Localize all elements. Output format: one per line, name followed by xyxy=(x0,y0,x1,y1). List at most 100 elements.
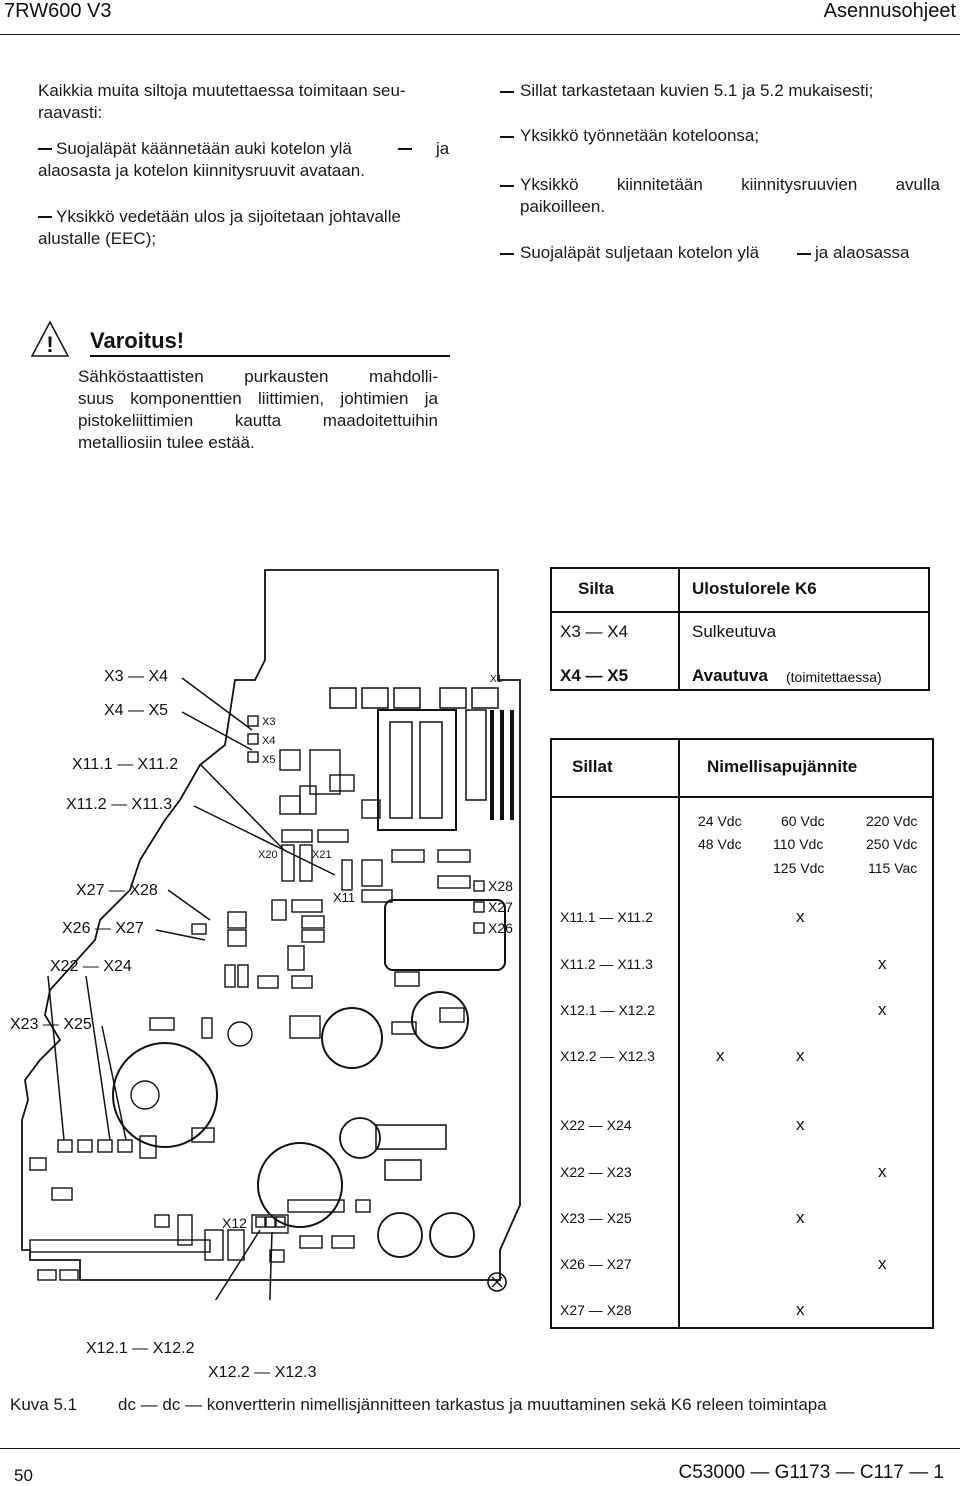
voltage-mark: x xyxy=(796,1115,805,1134)
voltage-option: 125 Vdc xyxy=(773,860,825,876)
dash-mark xyxy=(797,253,811,255)
relay-row-state: Avautuva xyxy=(692,666,768,685)
pin-x27-label: X27 xyxy=(488,899,513,915)
pin-x26-label: X26 xyxy=(488,920,513,936)
voltage-row-bridge: X23 — X25 xyxy=(560,1210,632,1226)
voltage-mark: x xyxy=(878,1254,887,1273)
pin-x12-label: X12 xyxy=(222,1215,247,1231)
pin-x21-label: X21 xyxy=(312,849,332,861)
bridge-label-x3-x4: X3 — X4 xyxy=(104,668,169,685)
voltage-option: 115 Vac xyxy=(868,860,918,876)
bridge-label-x23-x25: X23 — X25 xyxy=(10,1016,92,1033)
dash-mark xyxy=(398,148,412,150)
bridge-label-x26-x27: X26 — X27 xyxy=(62,920,144,937)
left-step-1-and: ja xyxy=(436,139,450,158)
voltage-option: 250 Vdc xyxy=(866,836,918,852)
fuse-block xyxy=(465,709,487,801)
voltage-mark: x xyxy=(716,1046,725,1065)
dash-mark xyxy=(500,185,514,187)
jumper-x26-x28 xyxy=(473,880,485,934)
dash-mark xyxy=(38,148,52,150)
voltage-col-nominal-header: Nimellisapujännite xyxy=(707,757,858,776)
capacitor xyxy=(321,1007,383,1069)
pin-x28-label: X28 xyxy=(488,878,513,894)
transformer xyxy=(384,899,506,971)
voltage-option: 24 Vdc xyxy=(698,813,742,829)
warning-line-3: pistokeliittimien kautta maadoitettuihin xyxy=(78,411,438,430)
section-title: Asennusohjeet xyxy=(823,0,956,22)
dash-mark xyxy=(500,91,514,93)
right-step-3-line-2: paikoilleen. xyxy=(520,197,606,216)
relay-col-bridge-header: Silta xyxy=(578,579,614,598)
bridge-label-x11-1-x11-2: X11.1 — X11.2 xyxy=(72,756,179,773)
voltage-mark: x xyxy=(796,1046,805,1065)
voltage-row-bridge: X26 — X27 xyxy=(560,1256,632,1272)
relay-row-bridge: X4 — X5 xyxy=(560,666,629,685)
left-step-1-line-2: alaosasta ja kotelon kiinnitysruuvit ava… xyxy=(38,161,365,180)
pin-x1-label: X1 xyxy=(490,674,503,685)
bridge-label-x12-2-x12-3: X12.2 — X12.3 xyxy=(208,1364,317,1381)
components xyxy=(149,749,471,1039)
voltage-row-bridge: X12.2 — X12.3 xyxy=(560,1048,655,1064)
dash-mark xyxy=(38,216,52,218)
jumper-x3-x5 xyxy=(247,715,259,763)
capacitor xyxy=(429,1212,475,1258)
voltage-row-bridge: X11.2 — X11.3 xyxy=(560,956,653,972)
capacitor xyxy=(411,991,469,1049)
relay-row-note: (toimitettaessa) xyxy=(786,669,882,685)
voltage-row-bridge: X22 — X23 xyxy=(560,1164,632,1180)
leader-lines xyxy=(47,677,336,1300)
page-number: 50 xyxy=(14,1466,33,1485)
footer-rule xyxy=(0,1448,960,1449)
figure-label: Kuva 5.1 xyxy=(10,1395,78,1414)
intro-line-2: raavasti: xyxy=(38,103,103,122)
warning-rule xyxy=(90,355,450,357)
relay-row-bridge: X3 — X4 xyxy=(560,622,629,641)
voltage-mark: x xyxy=(878,1162,887,1181)
left-step-2-line-2: alustalle (EEC); xyxy=(38,229,157,248)
figure-caption: dc — dc — konvertterin nimellisjännittee… xyxy=(118,1395,827,1414)
pin-x5-label: X5 xyxy=(262,754,275,766)
bridge-label-x11-2-x11-3: X11.2 — X11.3 xyxy=(66,796,173,813)
bridge-label-x27-x28: X27 — X28 xyxy=(76,882,158,899)
pin-x20-label: X20 xyxy=(258,849,278,861)
connector-strip: X1 xyxy=(329,674,503,709)
document-code: 7RW600 V3 xyxy=(4,0,112,22)
pin-x4-label: X4 xyxy=(262,735,275,747)
capacitor xyxy=(377,1212,423,1258)
voltage-row-bridge: X12.1 — X12.2 xyxy=(560,1002,655,1018)
voltage-row-bridge: X27 — X28 xyxy=(560,1302,632,1318)
warning-triangle-icon: ! xyxy=(30,320,70,357)
dash-mark xyxy=(500,253,514,255)
right-step-4-b: ja alaosassa xyxy=(815,243,910,262)
relay-table xyxy=(550,567,930,691)
voltage-row-bridge: X22 — X24 xyxy=(560,1117,632,1133)
right-step-4-a: Suojaläpät suljetaan kotelon ylä xyxy=(520,243,760,262)
left-step-1-line-1: Suojaläpät käännetään auki kotelon ylä xyxy=(56,139,352,158)
large-capacitor xyxy=(112,1042,218,1148)
voltage-table xyxy=(550,738,934,1329)
pin-x11-label: X11 xyxy=(333,890,355,905)
right-step-3-line-1: Yksikkö kiinnitetään kiinnitysruuvien av… xyxy=(520,175,940,194)
bridge-label-x12-1-x12-2: X12.1 — X12.2 xyxy=(86,1340,195,1357)
voltage-mark: x xyxy=(796,907,805,926)
mounting-hole-icon xyxy=(487,1272,507,1292)
bridge-label-x22-x24: X22 — X24 xyxy=(50,958,132,975)
jumper-x12 xyxy=(255,1216,286,1228)
relay-col-output-header: Ulostulorele K6 xyxy=(692,579,817,598)
voltage-mark: x xyxy=(878,954,887,973)
header-rule xyxy=(0,34,960,35)
relay-row-state: Sulkeutuva xyxy=(692,622,777,641)
warning-line-2: suus komponenttien liittimien, johtimien… xyxy=(78,389,438,408)
relay-block xyxy=(377,709,457,831)
voltage-option: 110 Vdc xyxy=(773,836,824,852)
warning-title: Varoitus! xyxy=(90,328,185,353)
voltage-row-bridge: X11.1 — X11.2 xyxy=(560,909,653,925)
intro-line-1: Kaikkia muita siltoja muutettaessa toimi… xyxy=(38,81,406,100)
voltage-col-bridge-header: Sillat xyxy=(572,757,613,776)
terminal-block xyxy=(29,1127,371,1281)
voltage-option: 48 Vdc xyxy=(698,836,742,852)
voltage-mark: x xyxy=(796,1300,805,1319)
warning-symbol: ! xyxy=(46,332,53,357)
warning-line-1: Sähköstaattisten purkausten mahdolli- xyxy=(78,367,438,386)
